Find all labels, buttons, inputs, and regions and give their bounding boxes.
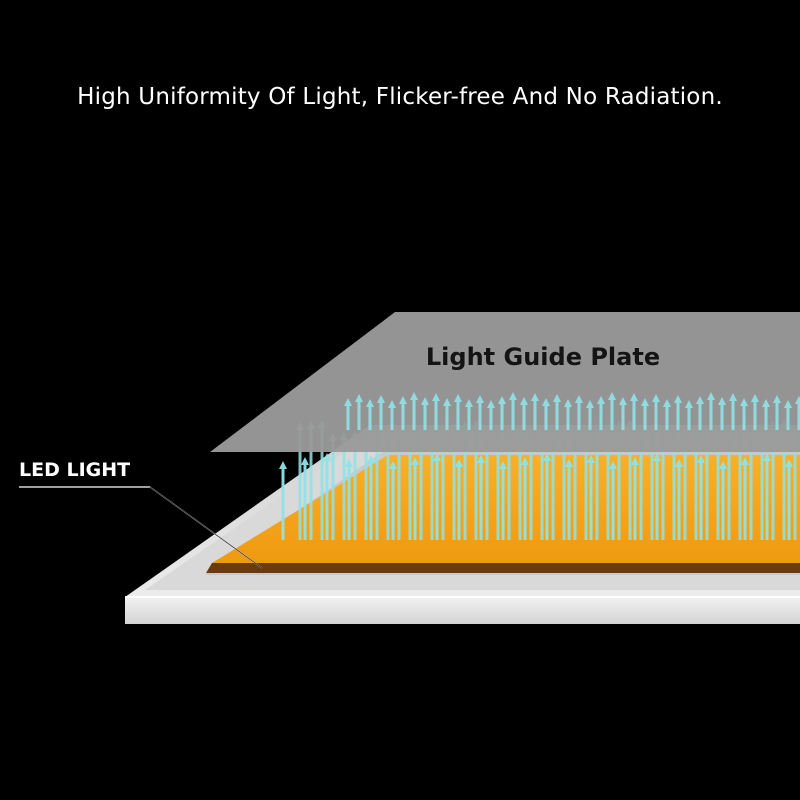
arrow-up-icon [762, 399, 770, 430]
arrow-up-icon [795, 396, 800, 430]
arrow-up-icon [652, 394, 660, 430]
arrow-up-icon [763, 453, 771, 540]
headline: High Uniformity Of Light, Flicker-free A… [77, 84, 723, 110]
arrow-up-icon [542, 398, 550, 430]
arrow-up-icon [575, 395, 583, 430]
arrow-up-icon [531, 393, 539, 430]
arrow-up-icon [740, 398, 748, 430]
arrow-up-icon [685, 400, 693, 430]
arrow-up-icon [432, 393, 440, 430]
arrow-up-icon [499, 461, 507, 540]
arrow-up-icon [707, 392, 715, 430]
arrow-up-icon [455, 459, 463, 540]
arrow-up-icon [344, 398, 352, 430]
arrow-up-icon [520, 397, 528, 430]
led-light-label: LED LIGHT [19, 459, 131, 481]
arrow-up-icon [543, 453, 551, 540]
arrow-up-icon [674, 395, 682, 430]
arrow-up-icon [366, 399, 374, 430]
arrow-up-icon [784, 400, 792, 430]
arrow-up-icon [609, 461, 617, 540]
arrow-up-icon [718, 397, 726, 430]
arrow-up-icon [301, 457, 309, 540]
arrow-up-icon [641, 398, 649, 430]
arrow-up-icon [631, 457, 639, 540]
arrow-up-icon [521, 457, 529, 540]
arrow-up-icon [729, 393, 737, 430]
arrow-up-icon [477, 455, 485, 540]
arrow-up-icon [498, 396, 506, 430]
arrow-up-icon [279, 461, 287, 540]
arrow-up-icon [630, 393, 638, 430]
arrow-up-icon [443, 398, 451, 430]
arrow-up-icon [608, 392, 616, 430]
arrow-up-icon [675, 459, 683, 540]
led-base-strip [206, 563, 800, 573]
arrow-up-icon [653, 453, 661, 540]
arrow-up-icon [696, 396, 704, 430]
arrow-up-icon [619, 397, 627, 430]
arrow-up-icon [399, 396, 407, 430]
light-guide-plate-label: Light Guide Plate [426, 343, 660, 371]
arrow-up-icon [345, 459, 353, 540]
arrow-up-icon [741, 457, 749, 540]
arrow-up-icon [697, 455, 705, 540]
arrow-up-icon [323, 453, 331, 540]
arrow-up-icon [454, 394, 462, 430]
arrow-up-icon [410, 392, 418, 430]
arrow-up-icon [587, 455, 595, 540]
led-leader-line-dark [149, 486, 263, 569]
arrow-up-icon [355, 394, 363, 430]
arrow-up-icon [476, 395, 484, 430]
frame-front-face [125, 597, 800, 624]
arrow-up-icon [487, 400, 495, 430]
light-arrows-upper [344, 392, 800, 430]
arrow-up-icon [785, 459, 793, 540]
arrow-up-icon [751, 394, 759, 430]
arrow-up-icon [411, 457, 419, 540]
arrow-up-icon [465, 399, 473, 430]
arrow-up-icon [553, 394, 561, 430]
arrow-up-icon [377, 395, 385, 430]
arrow-up-icon [421, 397, 429, 430]
arrow-up-icon [565, 459, 573, 540]
arrow-up-icon [367, 455, 375, 540]
arrow-up-icon [564, 399, 572, 430]
arrow-up-icon [773, 395, 781, 430]
arrow-up-icon [663, 399, 671, 430]
arrow-up-icon [586, 400, 594, 430]
light-guide-plate [210, 312, 800, 452]
arrow-up-icon [388, 400, 396, 430]
arrow-up-icon [719, 461, 727, 540]
arrow-up-icon [389, 461, 397, 540]
arrow-up-icon [509, 392, 517, 430]
arrow-up-icon [597, 396, 605, 430]
arrow-up-icon [433, 453, 441, 540]
